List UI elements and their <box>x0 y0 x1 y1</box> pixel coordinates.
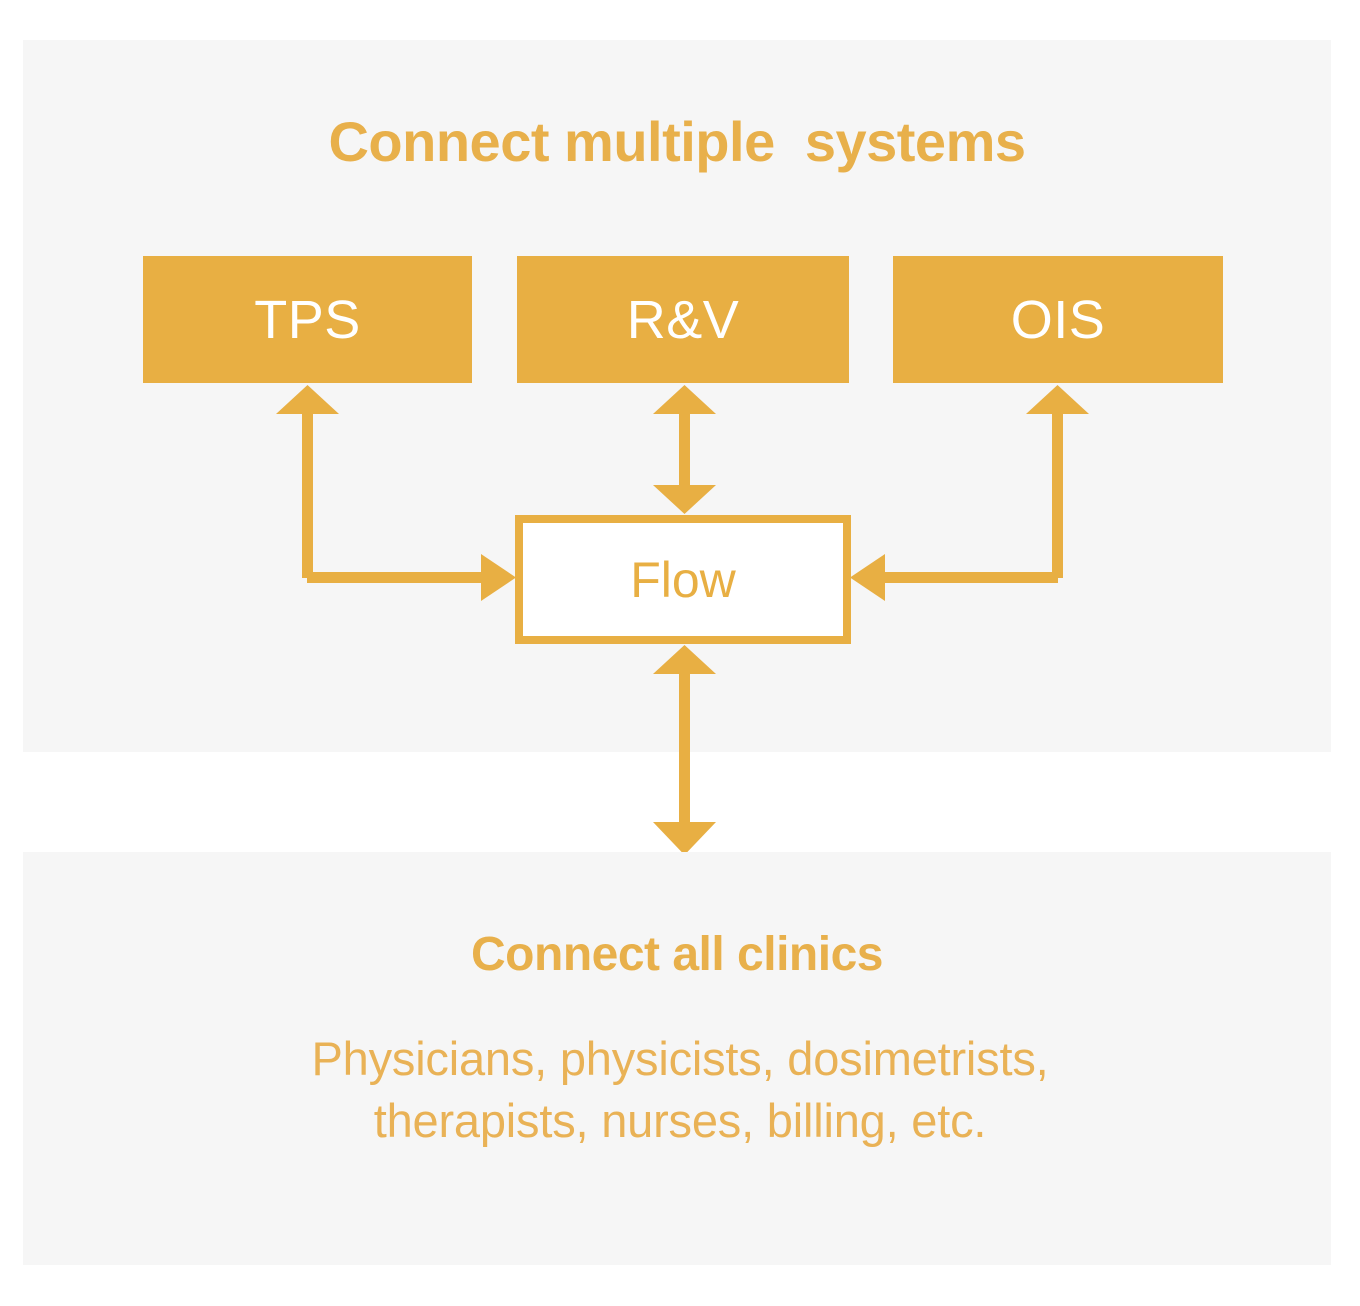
top-panel-title: Connect multiple systems <box>328 110 1026 173</box>
bottom-panel-title: Connect all clinics <box>471 928 883 981</box>
system-box-rv[interactable]: R&V <box>517 256 849 383</box>
system-box-ois[interactable]: OIS <box>893 256 1223 383</box>
hub-box-flow[interactable]: Flow <box>515 515 851 644</box>
bottom-panel-subtitle: Physicians, physicists, dosimetrists, th… <box>311 1032 1049 1147</box>
system-box-tps[interactable]: TPS <box>143 256 472 383</box>
bottom-panel <box>23 852 1331 1265</box>
